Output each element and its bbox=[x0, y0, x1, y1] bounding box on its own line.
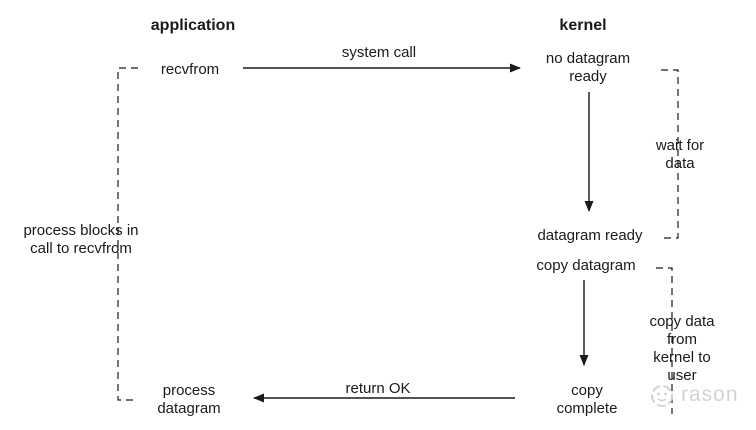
copy-data-bracket bbox=[656, 267, 673, 414]
process-blocks-label: process blocks in call to recvfrom bbox=[23, 222, 139, 257]
wait-for-data-label: wait for data bbox=[655, 137, 705, 172]
application-column-header: application bbox=[150, 17, 236, 34]
watermark-text: rason bbox=[681, 383, 739, 406]
watermark: rason bbox=[648, 381, 739, 409]
wait-for-data-bracket bbox=[659, 69, 679, 239]
watermark-logo-icon bbox=[651, 385, 673, 407]
copy-complete-label: copy complete bbox=[556, 382, 618, 417]
process-datagram-label: process datagram bbox=[157, 382, 221, 417]
return-ok-label: return OK bbox=[345, 380, 411, 397]
copy-datagram-label: copy datagram bbox=[536, 257, 636, 274]
system-call-label: system call bbox=[341, 44, 417, 61]
no-datagram-ready-label: no datagram ready bbox=[545, 50, 631, 85]
process-blocks-bracket bbox=[117, 67, 138, 401]
kernel-column-header: kernel bbox=[559, 17, 607, 34]
copy-data-label: copy data from kernel to user bbox=[649, 313, 715, 384]
datagram-ready-label: datagram ready bbox=[537, 227, 643, 244]
recvfrom-label: recvfrom bbox=[160, 61, 220, 78]
